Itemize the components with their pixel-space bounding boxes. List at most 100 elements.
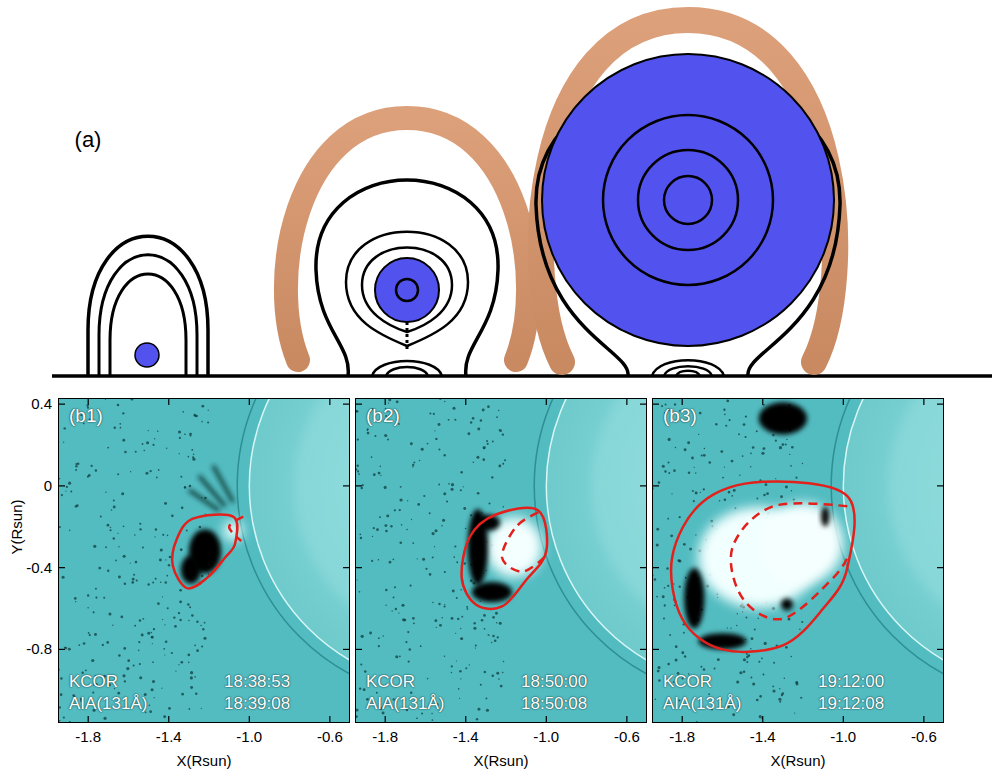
noise-speck (171, 652, 173, 654)
noise-speck (756, 430, 758, 432)
noise-speck (458, 688, 460, 690)
noise-speck (459, 670, 462, 673)
noise-speck (481, 619, 484, 622)
noise-speck (499, 429, 502, 432)
noise-speck (438, 423, 441, 426)
tick-mark (640, 567, 647, 568)
noise-speck (737, 613, 739, 615)
noise-speck (656, 544, 659, 547)
noise-speck (736, 680, 739, 683)
noise-speck (750, 452, 752, 454)
cavity-outline (731, 503, 850, 619)
noise-speck (790, 465, 792, 467)
noise-speck (105, 492, 106, 493)
flux-rope (135, 343, 159, 367)
cme-feature (181, 556, 201, 584)
tick-mark (168, 716, 169, 723)
tick-mark (343, 567, 350, 568)
timestamp: KCOR (69, 672, 118, 692)
noise-speck (456, 660, 457, 661)
noise-speck (378, 472, 381, 475)
noise-speck (460, 471, 463, 474)
tick-mark (249, 398, 250, 405)
noise-speck (422, 558, 425, 561)
noise-speck (61, 494, 63, 496)
noise-speck (444, 571, 446, 573)
noise-speck (78, 644, 80, 646)
noise-speck (427, 443, 429, 445)
noise-speck (162, 619, 163, 620)
noise-speck (661, 405, 663, 407)
image-panel: (b1)KCOR18:38:53AIA(131Å)18:39:08 (58, 398, 350, 723)
noise-speck (117, 404, 120, 407)
noise-speck (139, 528, 141, 530)
noise-speck (180, 661, 183, 664)
noise-speck (161, 688, 162, 689)
noise-speck (801, 621, 803, 623)
noise-speck (385, 589, 388, 592)
noise-speck (398, 612, 399, 613)
noise-speck (443, 605, 445, 607)
noise-speck (775, 440, 777, 442)
noise-speck (87, 594, 89, 596)
noise-speck (772, 689, 775, 692)
noise-speck (504, 459, 506, 461)
noise-speck (786, 439, 787, 440)
occulter-edge (534, 398, 647, 699)
noise-speck (793, 499, 795, 501)
noise-speck (139, 676, 142, 679)
timestamp: 18:50:00 (521, 672, 587, 692)
noise-speck (475, 647, 476, 648)
noise-speck (670, 534, 673, 537)
noise-speck (390, 525, 392, 527)
noise-speck (357, 470, 359, 472)
noise-speck (118, 576, 121, 579)
noise-speck (451, 672, 452, 673)
field-line (110, 274, 186, 376)
noise-speck (159, 559, 162, 562)
noise-speck (775, 478, 776, 479)
noise-speck (434, 619, 437, 622)
noise-speck (122, 439, 125, 442)
noise-speck (122, 674, 125, 677)
noise-speck (416, 717, 418, 719)
noise-speck (201, 575, 203, 577)
noise-speck (438, 603, 440, 605)
cme-feature (472, 582, 512, 602)
noise-speck (359, 591, 361, 593)
tick-mark (652, 485, 659, 486)
noise-speck (486, 440, 488, 442)
noise-speck (723, 409, 725, 411)
noise-speck (406, 529, 408, 531)
noise-speck (126, 667, 129, 670)
tick-label: -0.8 (26, 641, 52, 658)
noise-speck (750, 677, 752, 679)
noise-speck (487, 634, 489, 636)
tick-mark (58, 404, 65, 405)
axis-title: X(Rsun) (176, 753, 231, 770)
noise-speck (399, 655, 401, 657)
current-sheet (406, 322, 409, 352)
tick-mark (385, 398, 386, 405)
noise-speck (710, 520, 713, 523)
axis-title: X(Rsun) (473, 753, 528, 770)
noise-speck (191, 614, 194, 617)
noise-speck (123, 647, 126, 650)
panel-label: (b1) (69, 405, 103, 427)
noise-speck (68, 482, 71, 485)
noise-speck (372, 536, 373, 537)
noise-speck (138, 641, 140, 643)
noise-speck (794, 712, 795, 713)
noise-speck (391, 610, 392, 611)
noise-speck (108, 612, 111, 615)
noise-speck (683, 632, 685, 634)
noise-speck (497, 636, 499, 638)
noise-speck (666, 567, 668, 569)
noise-speck (726, 400, 729, 403)
tick-mark (343, 485, 350, 486)
noise-speck (369, 632, 372, 635)
noise-speck (171, 514, 174, 517)
noise-speck (692, 490, 694, 492)
noise-speck (454, 419, 456, 421)
cme-outline (671, 482, 855, 652)
